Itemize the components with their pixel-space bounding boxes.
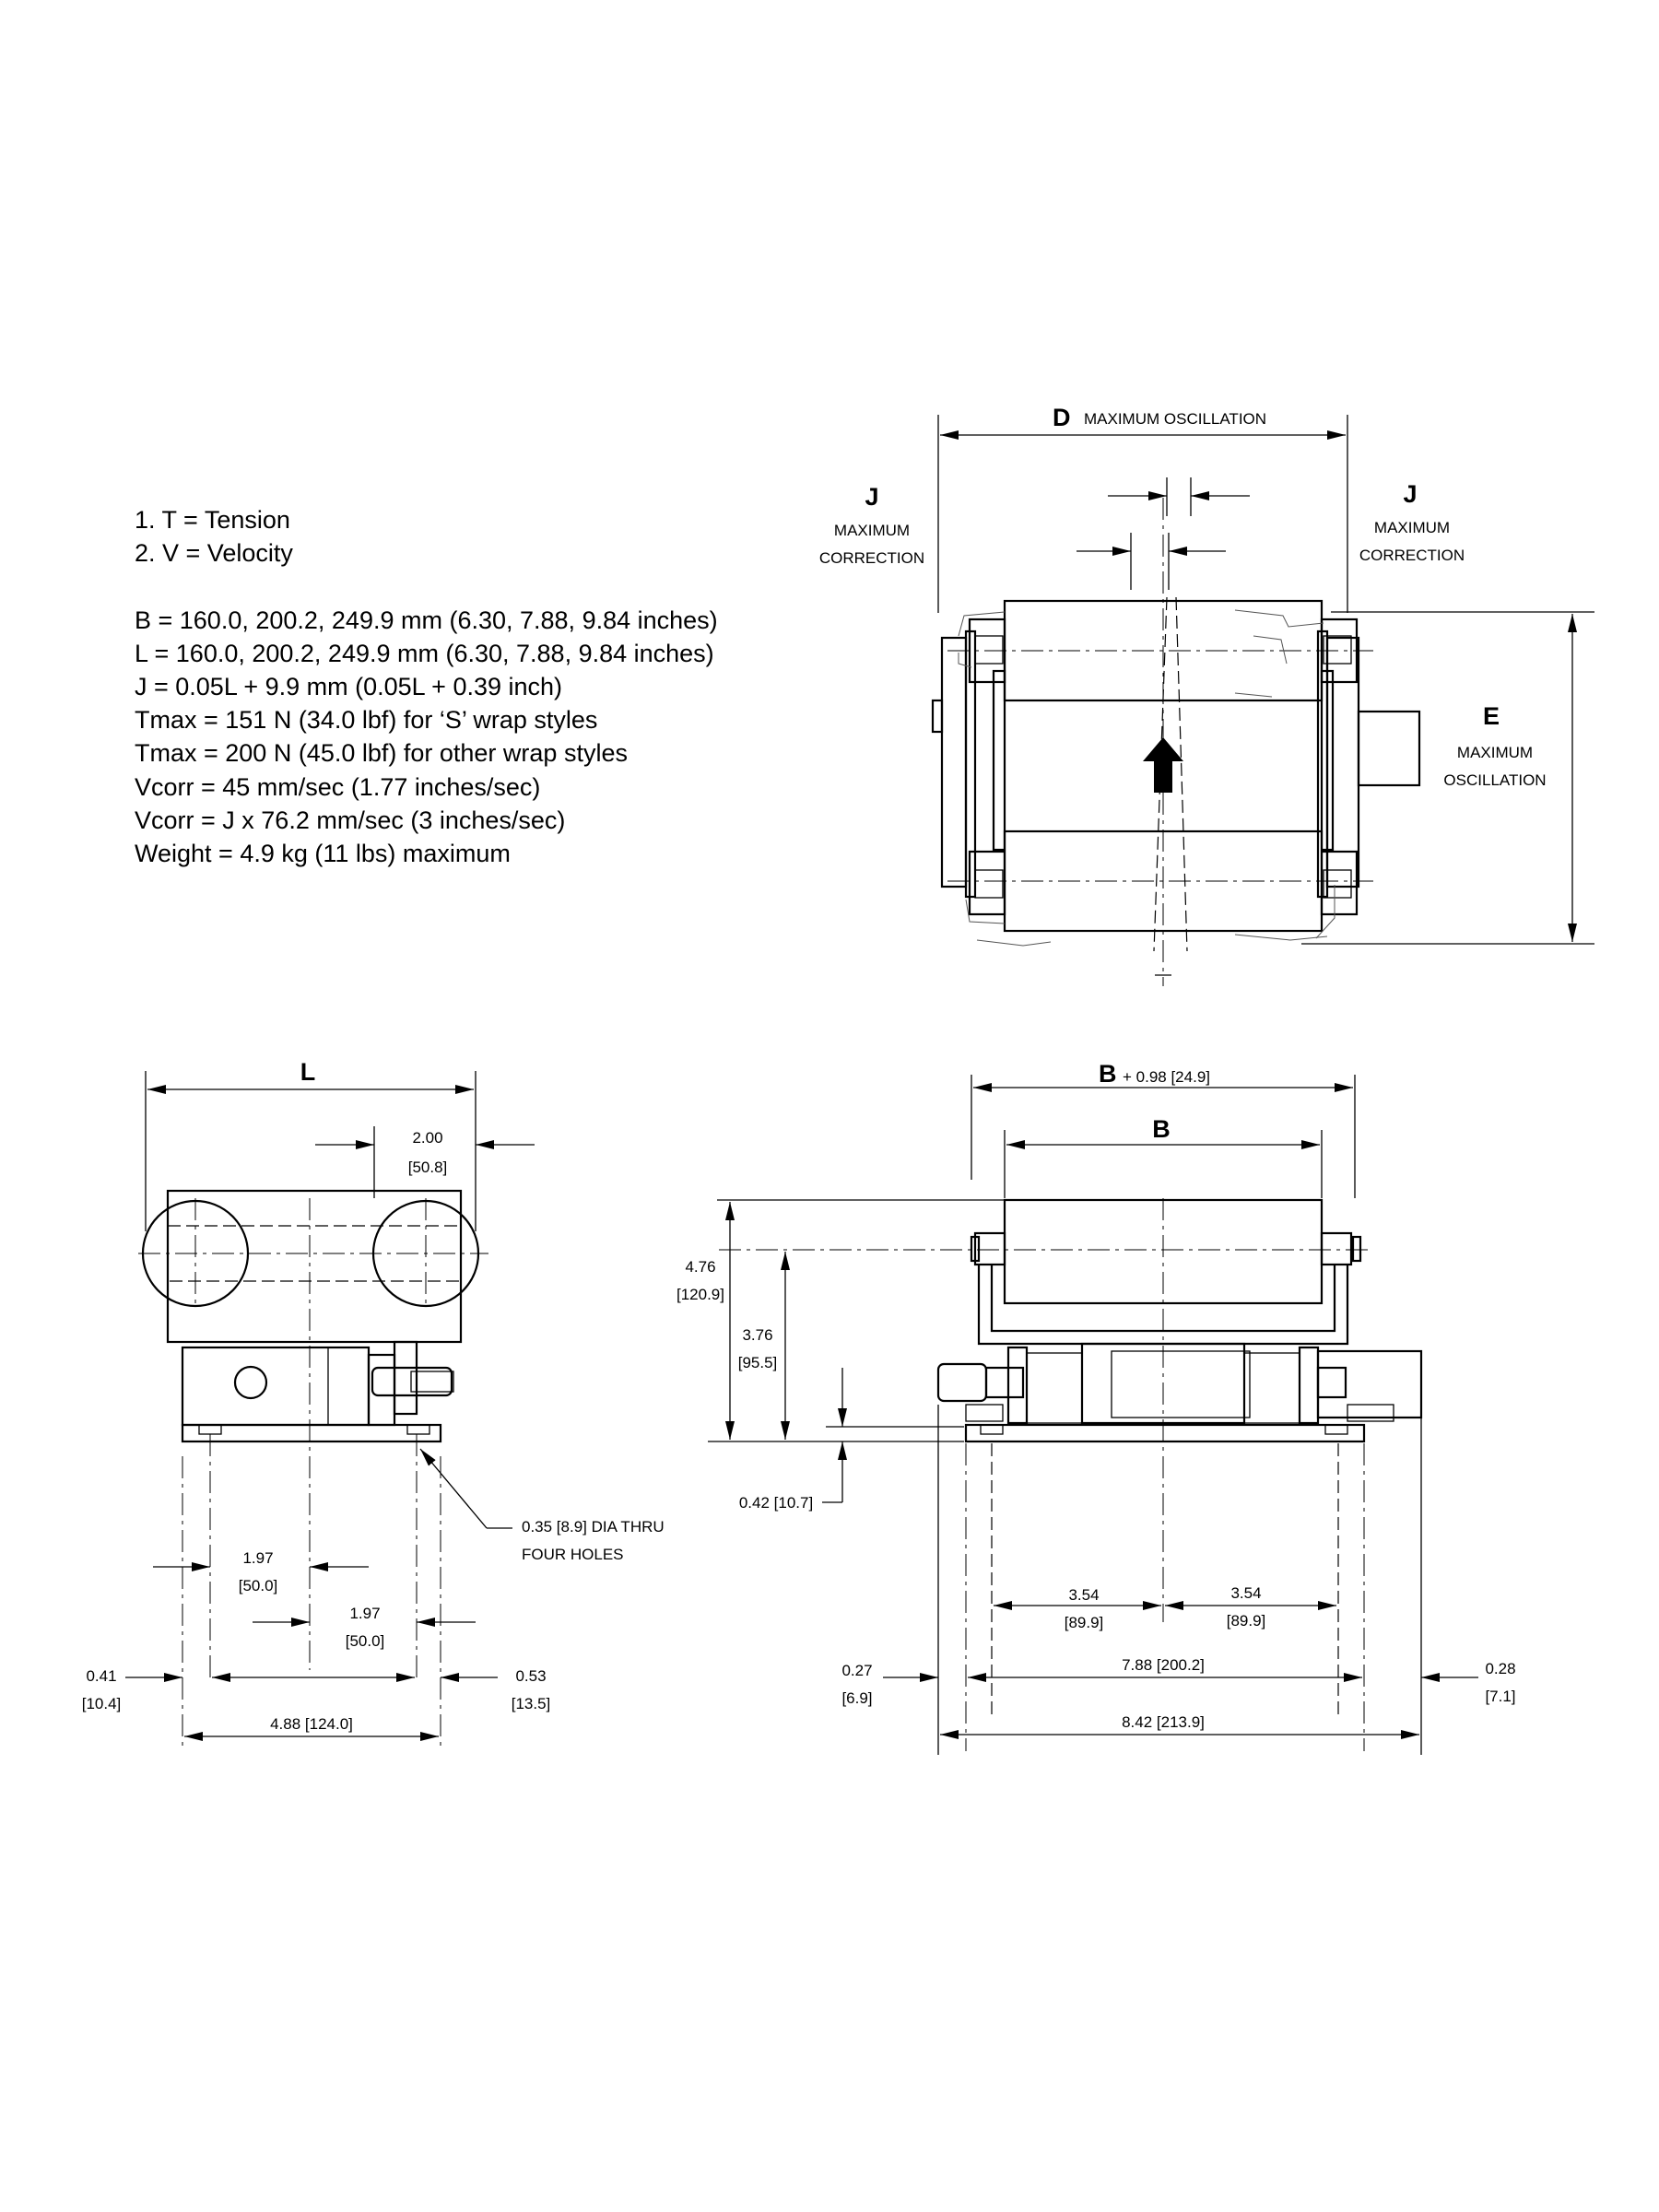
note-line: B = 160.0, 200.2, 249.9 mm (6.30, 7.88, … [135,606,718,634]
side-view: L 2.00 [50.8] [82,1058,665,1751]
dim-1-97-b-mm: [50.0] [346,1632,385,1650]
hole-note-2: FOUR HOLES [522,1546,624,1563]
note-line: 1. T = Tension [135,506,290,534]
dim-1-97-b: 1.97 [349,1605,380,1622]
spec-notes: 1. T = Tension 2. V = Velocity B = 160.0… [135,503,718,870]
note-line: 2. V = Velocity [135,539,293,568]
dim-0-42: 0.42 [10.7] [739,1494,813,1512]
note-line: Tmax = 151 N (34.0 lbf) for ‘S’ wrap sty… [135,706,598,735]
e-caption-2: OSCILLATION [1443,771,1546,789]
note-line: Vcorr = J x 76.2 mm/sec (3 inches/sec) [135,806,566,834]
direction-arrow-icon [1143,737,1183,793]
dim-0-27: 0.27 [841,1662,872,1679]
dim-3-54-b-mm: [89.9] [1227,1612,1266,1630]
dim-0-28: 0.28 [1485,1660,1515,1677]
dim-0-53-mm: [13.5] [512,1695,551,1712]
hole-note-1: 0.35 [8.9] DIA THRU [522,1518,665,1535]
dim-3-76: 3.76 [742,1326,772,1344]
j-letter-left: J [865,483,878,511]
dim-0-41: 0.41 [86,1667,116,1685]
dim-2-00-mm: [50.8] [408,1159,448,1176]
dim-0-28-mm: [7.1] [1485,1688,1515,1705]
j-caption-right-2: CORRECTION [1359,547,1465,564]
front-view: B + 0.98 [24.9] B [677,1060,1516,1755]
dim-3-54-a-mm: [89.9] [1065,1614,1104,1631]
j-caption-left-2: CORRECTION [819,549,924,567]
dim-3-54-b: 3.54 [1230,1584,1261,1602]
note-line: Tmax = 200 N (45.0 lbf) for other wrap s… [135,739,628,768]
dim-1-97-a-mm: [50.0] [239,1577,278,1594]
b-letter: B [1152,1115,1171,1143]
l-letter: L [300,1058,316,1086]
dim-4-76: 4.76 [685,1258,715,1276]
e-caption-1: MAXIMUM [1457,744,1533,761]
j-caption-left-1: MAXIMUM [834,522,910,539]
note-line: L = 160.0, 200.2, 249.9 mm (6.30, 7.88, … [135,639,714,667]
j-letter-right: J [1403,480,1417,508]
dim-7-88: 7.88 [200.2] [1122,1656,1205,1674]
b-plus-letter: B [1099,1060,1117,1088]
j-caption-right-1: MAXIMUM [1374,519,1450,536]
note-line: Weight = 4.9 kg (11 lbs) maximum [135,839,511,867]
d-letter: D [1053,404,1071,431]
dim-3-76-mm: [95.5] [738,1354,778,1371]
dim-4-76-mm: [120.9] [677,1286,724,1303]
note-line: Vcorr = 45 mm/sec (1.77 inches/sec) [135,772,541,801]
dim-3-54-a: 3.54 [1068,1586,1099,1604]
top-view: D MAXIMUM OSCILLATION J MAXIMUM CORRECTI… [819,404,1594,986]
e-letter: E [1483,702,1500,730]
dim-0-41-mm: [10.4] [82,1695,122,1712]
dim-1-97-a: 1.97 [242,1549,273,1567]
dim-0-53: 0.53 [515,1667,546,1685]
b-plus-caption: + 0.98 [24.9] [1123,1068,1210,1086]
d-caption: MAXIMUM OSCILLATION [1084,410,1266,428]
dim-0-27-mm: [6.9] [841,1689,872,1707]
dim-4-88: 4.88 [124.0] [270,1715,353,1733]
note-line: J = 0.05L + 9.9 mm (0.05L + 0.39 inch) [135,672,563,700]
dim-2-00: 2.00 [412,1129,442,1147]
dim-8-42: 8.42 [213.9] [1122,1713,1205,1731]
